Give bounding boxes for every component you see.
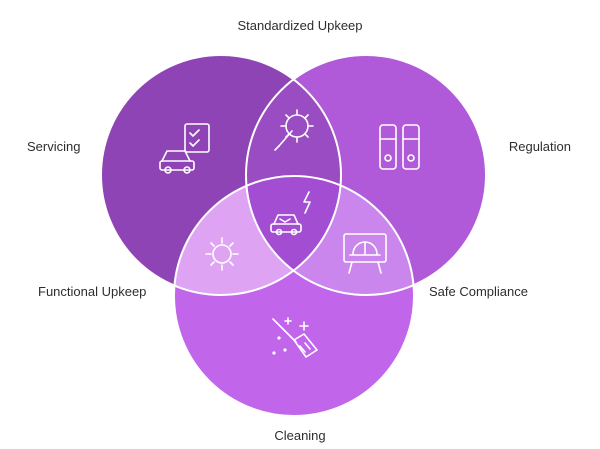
label-cleaning: Cleaning (274, 428, 326, 443)
overlap-regulation-cleaning (246, 176, 414, 295)
binders-icon (379, 124, 420, 170)
gear-wrench-icon (274, 109, 314, 151)
hardhat-sign-icon (343, 233, 387, 274)
sun-icon (205, 237, 239, 271)
broom-icon (272, 317, 318, 358)
overlap-servicing-cleaning (174, 176, 341, 295)
label-functional-upkeep: Functional Upkeep (38, 284, 147, 299)
car-repair-icon (270, 191, 311, 236)
label-standardized-upkeep: Standardized Upkeep (237, 18, 363, 33)
label-servicing: Servicing (27, 139, 81, 154)
car-checklist-icon (159, 123, 210, 174)
label-safe-compliance: Safe Compliance (429, 284, 528, 299)
label-regulation: Regulation (508, 139, 571, 154)
